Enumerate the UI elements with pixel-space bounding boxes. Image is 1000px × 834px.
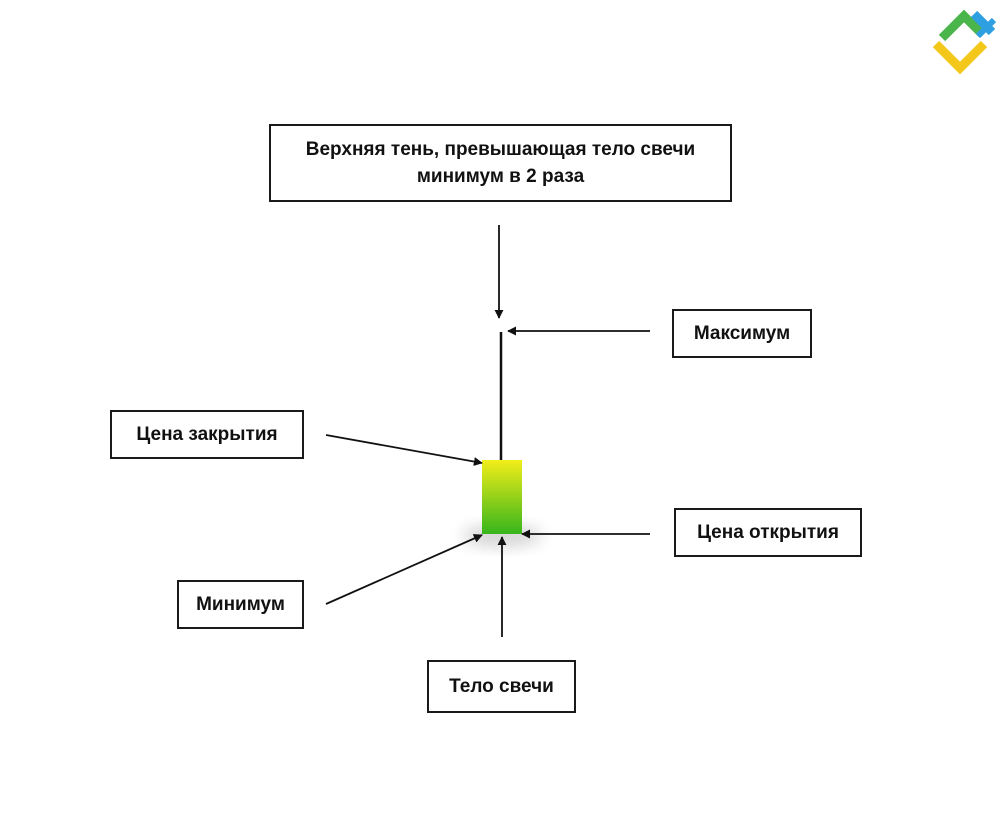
open-price-label: Цена открытия: [674, 508, 862, 557]
maximum-label: Максимум: [672, 309, 812, 358]
close-price-label: Цена закрытия: [110, 410, 304, 459]
minimum-label: Минимум: [177, 580, 304, 629]
candle-body-label: Тело свечи: [427, 660, 576, 713]
arrow-minimum: [325, 534, 483, 605]
upper-shadow-label: Верхняя тень, превышающая тело свечи мин…: [269, 124, 732, 202]
brand-logo-icon: [932, 9, 997, 75]
arrow-close-price: [325, 434, 483, 466]
candle-body: [482, 460, 522, 534]
